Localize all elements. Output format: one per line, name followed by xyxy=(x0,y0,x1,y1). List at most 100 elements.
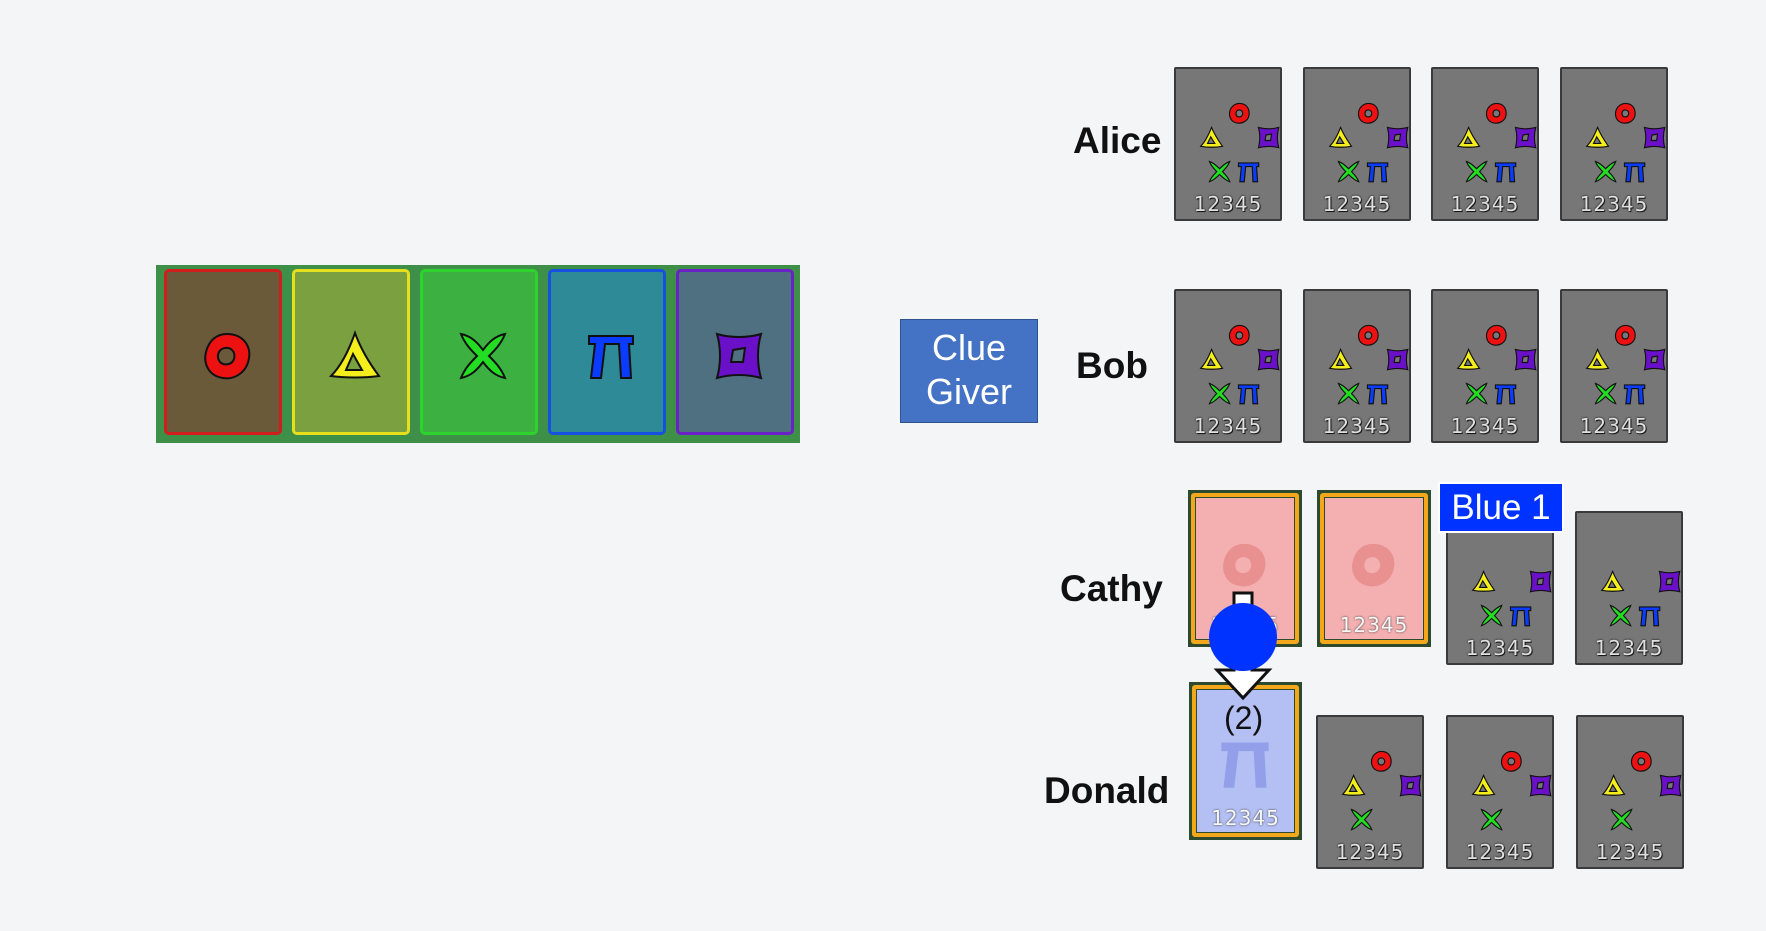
clue-count: (2) xyxy=(1224,700,1264,736)
red-pip-icon xyxy=(1357,324,1379,346)
stack-blue xyxy=(548,269,666,435)
red-pip-icon xyxy=(1357,102,1379,124)
clue-giver-line2: Giver xyxy=(925,371,1012,412)
card-ranks: 12345 xyxy=(1594,636,1664,660)
yellow-pip-icon xyxy=(1471,773,1496,796)
yellow-pip-icon xyxy=(1341,773,1366,796)
card-face: 12345 xyxy=(1325,498,1423,639)
card-ranks: 12345 xyxy=(1465,636,1535,660)
blue-pip-icon xyxy=(1509,606,1532,627)
card-ranks: 12345 xyxy=(1450,414,1520,438)
green-pip-icon xyxy=(1480,604,1503,627)
card-ranks: 12345 xyxy=(1335,840,1405,864)
yellow-pip-icon xyxy=(1456,125,1481,148)
red-pip-icon xyxy=(1228,102,1250,124)
purple-pip-icon xyxy=(1659,774,1682,797)
red-pip-icon xyxy=(1614,324,1636,346)
faded-red-ring-icon xyxy=(1352,543,1395,587)
red-pip-icon xyxy=(1630,750,1652,772)
card-ranks: 12345 xyxy=(1450,192,1520,216)
alice-card-2[interactable]: 12345 xyxy=(1303,67,1411,221)
clue-arrow xyxy=(1209,591,1277,701)
bob-card-3[interactable]: 12345 xyxy=(1431,289,1539,443)
faded-blue-pi-icon xyxy=(1221,742,1269,788)
alice-card-3[interactable]: 12345 xyxy=(1431,67,1539,221)
yellow-pip-icon xyxy=(1199,347,1224,370)
yellow-pip-icon xyxy=(1456,347,1481,370)
purple-pip-icon xyxy=(1399,774,1422,797)
card-ranks: 12345 xyxy=(1579,414,1649,438)
blue-pip-icon xyxy=(1494,384,1517,405)
card-highlight-border xyxy=(1320,493,1428,644)
yellow-pip-icon xyxy=(1600,569,1625,592)
card-ranks: 12345 xyxy=(1465,840,1535,864)
purple-pip-icon xyxy=(1257,348,1280,371)
green-pip-icon xyxy=(1208,382,1231,405)
purple-pip-icon xyxy=(1529,774,1552,797)
alice-card-1[interactable]: 12345 xyxy=(1174,67,1282,221)
yellow-pip-icon xyxy=(1328,347,1353,370)
yellow-pip-icon xyxy=(1328,125,1353,148)
cathy-card-1-selected[interactable]: 12345 xyxy=(1188,490,1302,647)
donald-card-3[interactable]: 12345 xyxy=(1446,715,1554,869)
blue-pip-icon xyxy=(1638,606,1661,627)
red-pip-icon xyxy=(1485,324,1507,346)
red-pip-icon xyxy=(1370,750,1392,772)
blue-pip-icon xyxy=(1366,162,1389,183)
yellow-pip-icon xyxy=(1199,125,1224,148)
donald-card-4[interactable]: 12345 xyxy=(1576,715,1684,869)
alice-card-4[interactable]: 12345 xyxy=(1560,67,1668,221)
yellow-triangle-icon xyxy=(329,330,381,379)
play-stacks xyxy=(156,265,800,443)
purple-pip-icon xyxy=(1514,126,1537,149)
card-ranks: 12345 xyxy=(1193,414,1263,438)
purple-pip-icon xyxy=(1643,348,1666,371)
cathy-card-3[interactable]: 12345 xyxy=(1446,511,1554,665)
purple-pip-icon xyxy=(1529,570,1552,593)
card-ranks: 12345 xyxy=(1211,806,1280,830)
green-pip-icon xyxy=(1594,160,1617,183)
green-pip-icon xyxy=(1465,160,1488,183)
card-face: 12345 xyxy=(1197,690,1294,832)
donald-card-1-selected[interactable]: 12345 xyxy=(1189,682,1302,840)
clue-label-blue-1: Blue 1 xyxy=(1438,482,1564,533)
stack-red xyxy=(164,269,282,435)
bob-card-2[interactable]: 12345 xyxy=(1303,289,1411,443)
stack-yellow xyxy=(292,269,410,435)
green-pip-icon xyxy=(1208,160,1231,183)
purple-pip-icon xyxy=(1257,126,1280,149)
card-ranks: 12345 xyxy=(1579,192,1649,216)
green-pip-icon xyxy=(1350,808,1373,831)
red-pip-icon xyxy=(1485,102,1507,124)
cathy-card-4[interactable]: 12345 xyxy=(1575,511,1683,665)
player-name-bob: Bob xyxy=(1076,345,1148,386)
card-ranks: 12345 xyxy=(1339,613,1409,637)
purple-pip-icon xyxy=(1514,348,1537,371)
green-pip-icon xyxy=(1610,808,1633,831)
yellow-pip-icon xyxy=(1585,347,1610,370)
stack-purple xyxy=(676,269,794,435)
purple-pip-icon xyxy=(1386,348,1409,371)
purple-pip-icon xyxy=(1386,126,1409,149)
green-pip-icon xyxy=(1480,808,1503,831)
yellow-pip-icon xyxy=(1585,125,1610,148)
purple-diamond-icon xyxy=(715,332,763,380)
clue-giver-line1: Clue xyxy=(931,327,1007,368)
blue-pip-icon xyxy=(1623,384,1646,405)
donald-card-2[interactable]: 12345 xyxy=(1316,715,1424,869)
blue-pi-icon xyxy=(588,335,634,379)
green-x-icon xyxy=(459,332,507,380)
green-pip-icon xyxy=(1609,604,1632,627)
bob-card-4[interactable]: 12345 xyxy=(1560,289,1668,443)
stack-green xyxy=(420,269,538,435)
green-pip-icon xyxy=(1465,382,1488,405)
purple-pip-icon xyxy=(1643,126,1666,149)
bob-card-1[interactable]: 12345 xyxy=(1174,289,1282,443)
card-ranks: 12345 xyxy=(1193,192,1263,216)
blue-pip-icon xyxy=(1237,162,1260,183)
blue-clue-dot xyxy=(1209,603,1277,671)
card-ranks: 12345 xyxy=(1322,414,1392,438)
clue-giver-box: Clue Giver xyxy=(900,319,1038,423)
yellow-pip-icon xyxy=(1471,569,1496,592)
cathy-card-2-selected[interactable]: 12345 xyxy=(1317,490,1431,647)
